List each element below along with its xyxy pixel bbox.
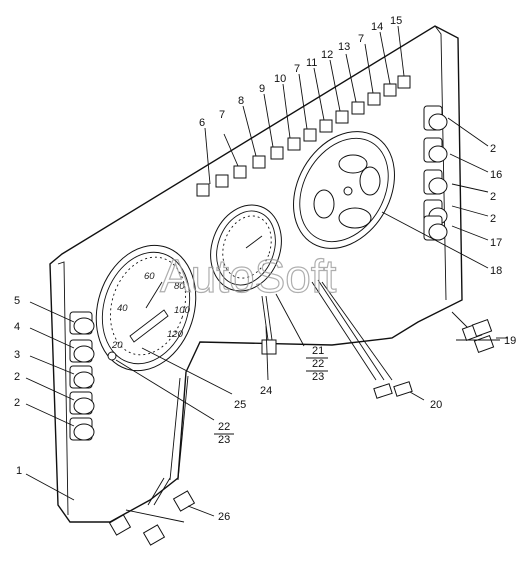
speedo-mark-100: 100 xyxy=(174,305,191,316)
label-16: 16 xyxy=(490,169,502,181)
leader-lines xyxy=(25,25,508,517)
label-7-mid: 7 xyxy=(294,63,300,75)
label-2-left-2: 2 xyxy=(14,397,20,409)
label-5: 5 xyxy=(14,295,20,307)
label-22-left: 22 xyxy=(218,421,230,433)
label-22-right: 22 xyxy=(312,358,324,370)
label-2-right-2: 2 xyxy=(490,191,496,203)
speedo-mark-20: 20 xyxy=(111,340,123,351)
watermark: AutoSoft xyxy=(160,250,337,302)
label-9: 9 xyxy=(259,83,265,95)
label-7-low: 7 xyxy=(219,109,225,121)
label-3: 3 xyxy=(14,349,20,361)
speedo-mark-80: 80 xyxy=(174,281,185,292)
speedo-mark-40: 40 xyxy=(117,303,128,314)
label-2-right-3: 2 xyxy=(490,213,496,225)
reference-labels: 15 14 7 13 12 11 7 10 9 8 7 6 2 16 2 2 1… xyxy=(14,15,516,523)
label-13: 13 xyxy=(338,41,350,53)
label-26: 26 xyxy=(218,511,230,523)
label-4: 4 xyxy=(14,321,20,333)
label-18: 18 xyxy=(490,265,502,277)
label-25: 25 xyxy=(234,399,246,411)
label-8: 8 xyxy=(238,95,244,107)
label-17: 17 xyxy=(490,237,502,249)
combination-gauge-cluster xyxy=(293,131,395,249)
label-23-left: 23 xyxy=(218,434,230,446)
speedo-mark-120: 120 xyxy=(167,329,184,340)
speedometer-gauge: 20 40 60 80 100 120 xyxy=(95,244,197,372)
right-switch-column xyxy=(423,105,448,241)
wiring-harnesses xyxy=(108,279,500,546)
indicator-lamp-row xyxy=(196,75,411,197)
label-2-left-1: 2 xyxy=(14,371,20,383)
label-12: 12 xyxy=(321,49,333,61)
tachometer-gauge xyxy=(210,204,282,292)
label-20: 20 xyxy=(430,399,442,411)
left-switch-column xyxy=(69,311,95,441)
label-1: 1 xyxy=(16,465,22,477)
label-24: 24 xyxy=(260,385,272,397)
label-10: 10 xyxy=(274,73,286,85)
label-14: 14 xyxy=(371,21,383,33)
speedo-mark-60: 60 xyxy=(144,271,155,282)
label-7-top: 7 xyxy=(358,33,364,45)
label-11: 11 xyxy=(306,57,317,69)
label-15: 15 xyxy=(390,15,402,27)
label-6: 6 xyxy=(199,117,205,129)
label-21: 21 xyxy=(312,345,324,357)
label-19: 19 xyxy=(504,335,516,347)
label-2-right-1: 2 xyxy=(490,143,496,155)
label-23-right: 23 xyxy=(312,371,324,383)
